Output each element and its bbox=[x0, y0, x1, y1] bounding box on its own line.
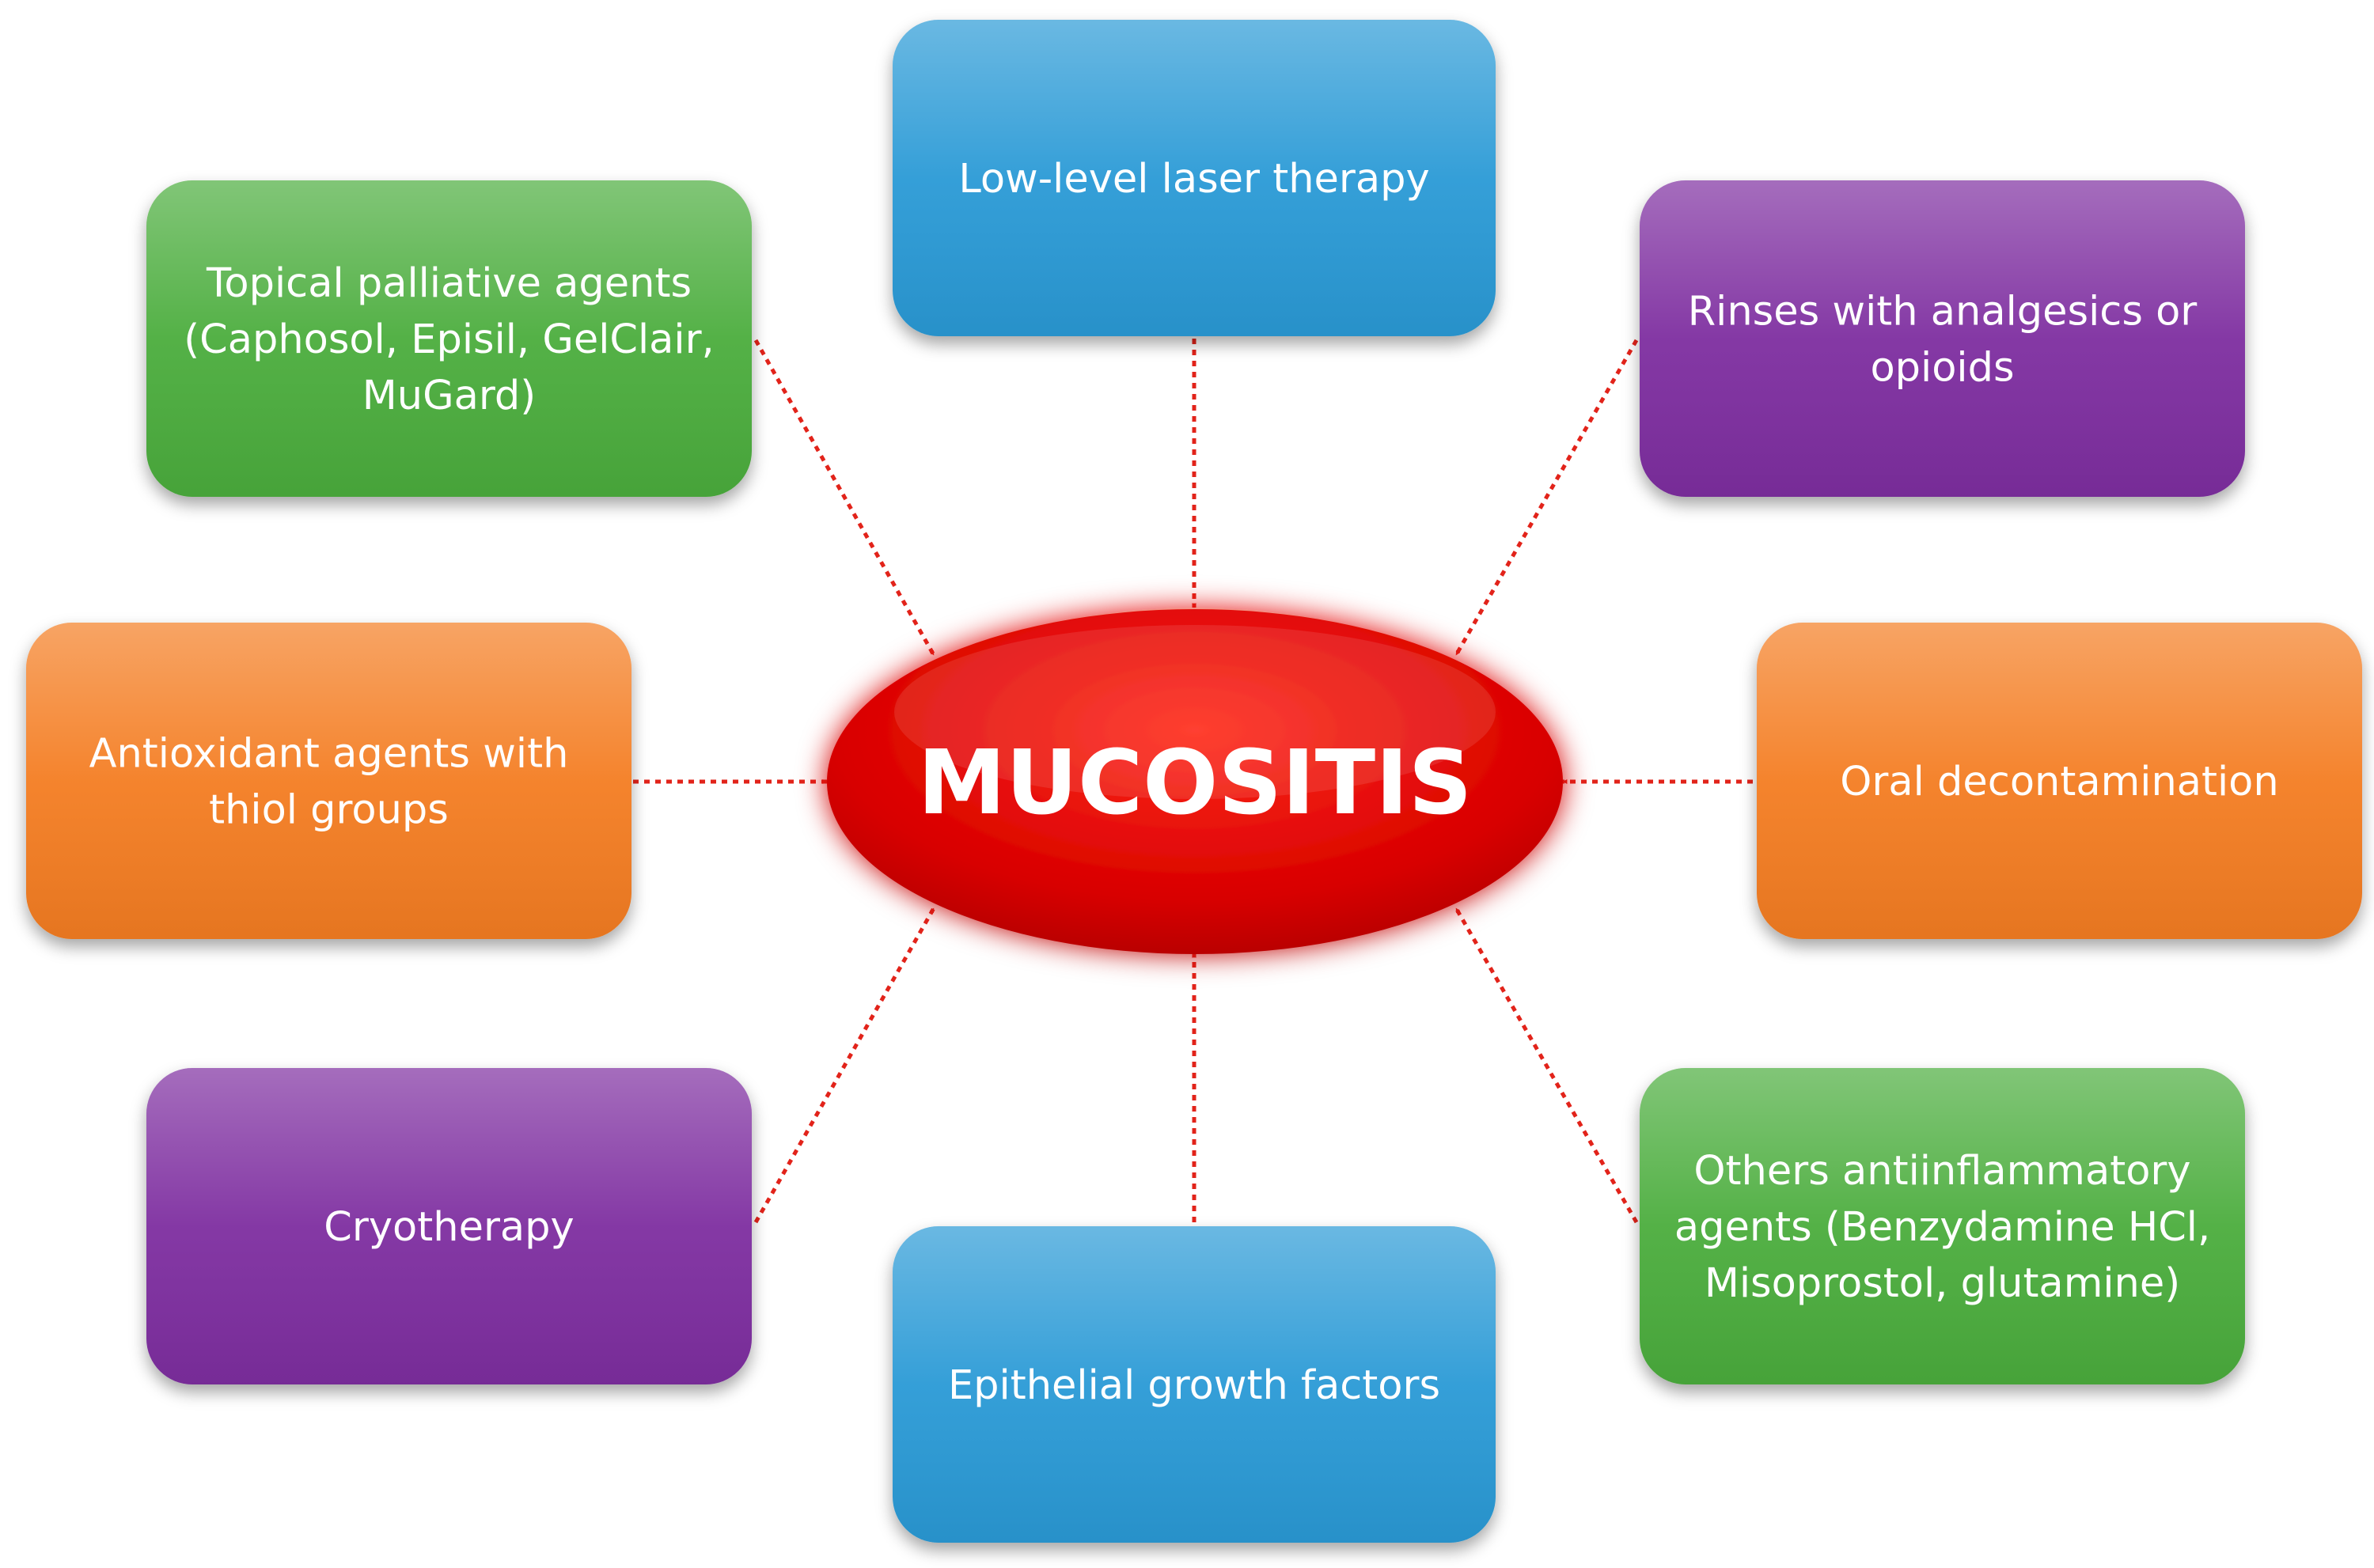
node-oral: Oral decontamination bbox=[1757, 623, 2362, 939]
node-laser: Low-level laser therapy bbox=[893, 20, 1496, 336]
node-gloss-topical bbox=[146, 180, 752, 497]
center-gloss bbox=[894, 625, 1496, 799]
node-gloss-oral bbox=[1757, 623, 2362, 939]
node-label-topical-line-2: MuGard) bbox=[362, 373, 536, 419]
node-label-others-line-1: agents (Benzydamine HCl, bbox=[1674, 1204, 2210, 1251]
node-gloss-others bbox=[1640, 1068, 2245, 1384]
connectors bbox=[633, 339, 1753, 1224]
node-rinses: Rinses with analgesics or opioids bbox=[1640, 180, 2245, 497]
node-label-antioxidant-line-1: thiol groups bbox=[209, 787, 449, 834]
node-topical: Topical palliative agents (Caphosol, Epis… bbox=[146, 180, 752, 497]
node-label-laser-line-0: Low-level laser therapy bbox=[958, 156, 1429, 203]
node-label-epithelial-line-0: Epithelial growth factors bbox=[948, 1362, 1440, 1409]
node-label-topical-line-0: Topical palliative agents bbox=[206, 260, 692, 307]
center-ellipse bbox=[827, 609, 1563, 954]
node-gloss-rinses bbox=[1640, 180, 2245, 497]
node-cryo: Cryotherapy bbox=[146, 1068, 752, 1384]
node-gloss-epithelial bbox=[893, 1226, 1496, 1543]
connector-rinses bbox=[1454, 339, 1639, 657]
connector-cryo bbox=[753, 907, 936, 1224]
node-label-others-line-0: Others antiinflammatory bbox=[1693, 1148, 2190, 1195]
node-epithelial: Epithelial growth factors bbox=[893, 1226, 1496, 1543]
node-gloss-cryo bbox=[146, 1068, 752, 1384]
center-label: MUCOSITIS bbox=[918, 732, 1473, 835]
node-antioxidant: Antioxidant agents with thiol groups bbox=[26, 623, 631, 939]
node-gloss-laser bbox=[893, 20, 1496, 336]
node-label-rinses-line-0: Rinses with analgesics or bbox=[1688, 289, 2198, 335]
center-node-mucositis: MUCOSITIS bbox=[827, 609, 1563, 954]
node-label-oral-line-0: Oral decontamination bbox=[1840, 759, 2278, 805]
node-label-others-line-2: Misoprostol, glutamine) bbox=[1705, 1260, 2180, 1307]
node-label-rinses-line-1: opioids bbox=[1870, 345, 2014, 392]
connector-topical bbox=[753, 339, 936, 657]
connector-others bbox=[1454, 907, 1639, 1224]
node-label-topical-line-1: (Caphosol, Episil, GelClair, bbox=[184, 316, 715, 363]
node-label-antioxidant-line-0: Antioxidant agents with bbox=[89, 731, 569, 778]
node-others: Others antiinflammatory agents (Benzydami… bbox=[1640, 1068, 2245, 1384]
node-label-cryo-line-0: Cryotherapy bbox=[324, 1204, 574, 1251]
node-gloss-antioxidant bbox=[26, 623, 631, 939]
